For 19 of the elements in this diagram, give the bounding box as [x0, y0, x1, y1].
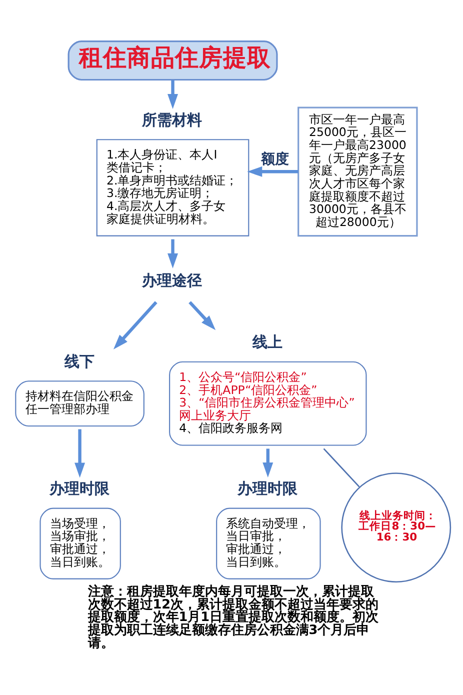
arrow [247, 166, 298, 176]
caption: 注意：租房提取年度内每月可提取一次，累计提取次数不超过12次，累计提取金额不超过当年要求的提取额度，次年1月1日重置提取次数和额度。初次提取为职工连续足额缴存住房公积金满3个月后申请。 [88, 584, 379, 650]
arrow [262, 448, 274, 478]
node-text: 办理途径 [142, 271, 202, 290]
node-circle: 线上业务时间：工作日8：30—16：30 [341, 472, 452, 582]
node-label: 办理时限 [237, 479, 298, 498]
arrow [188, 300, 216, 330]
node-label: 办理时限 [49, 479, 110, 498]
arrow [168, 238, 178, 268]
node-box: 租住商品住房提取 [68, 40, 278, 80]
arrow [74, 428, 86, 478]
arrow [113, 300, 158, 349]
arrow [168, 80, 178, 108]
node-label: 线上 [252, 332, 282, 351]
edge-label: 额度 [261, 151, 290, 168]
connector [323, 448, 360, 487]
node-label: 所需材料 [142, 110, 202, 128]
node-box: 市区一年一户最高25000元，县区一年一户最高23000元（无房产多子女家庭、无房产高层次人才市区每个家庭提取额度不超过30000元，各县不超过28000元） [298, 106, 418, 236]
node-label: 线下 [64, 352, 94, 370]
